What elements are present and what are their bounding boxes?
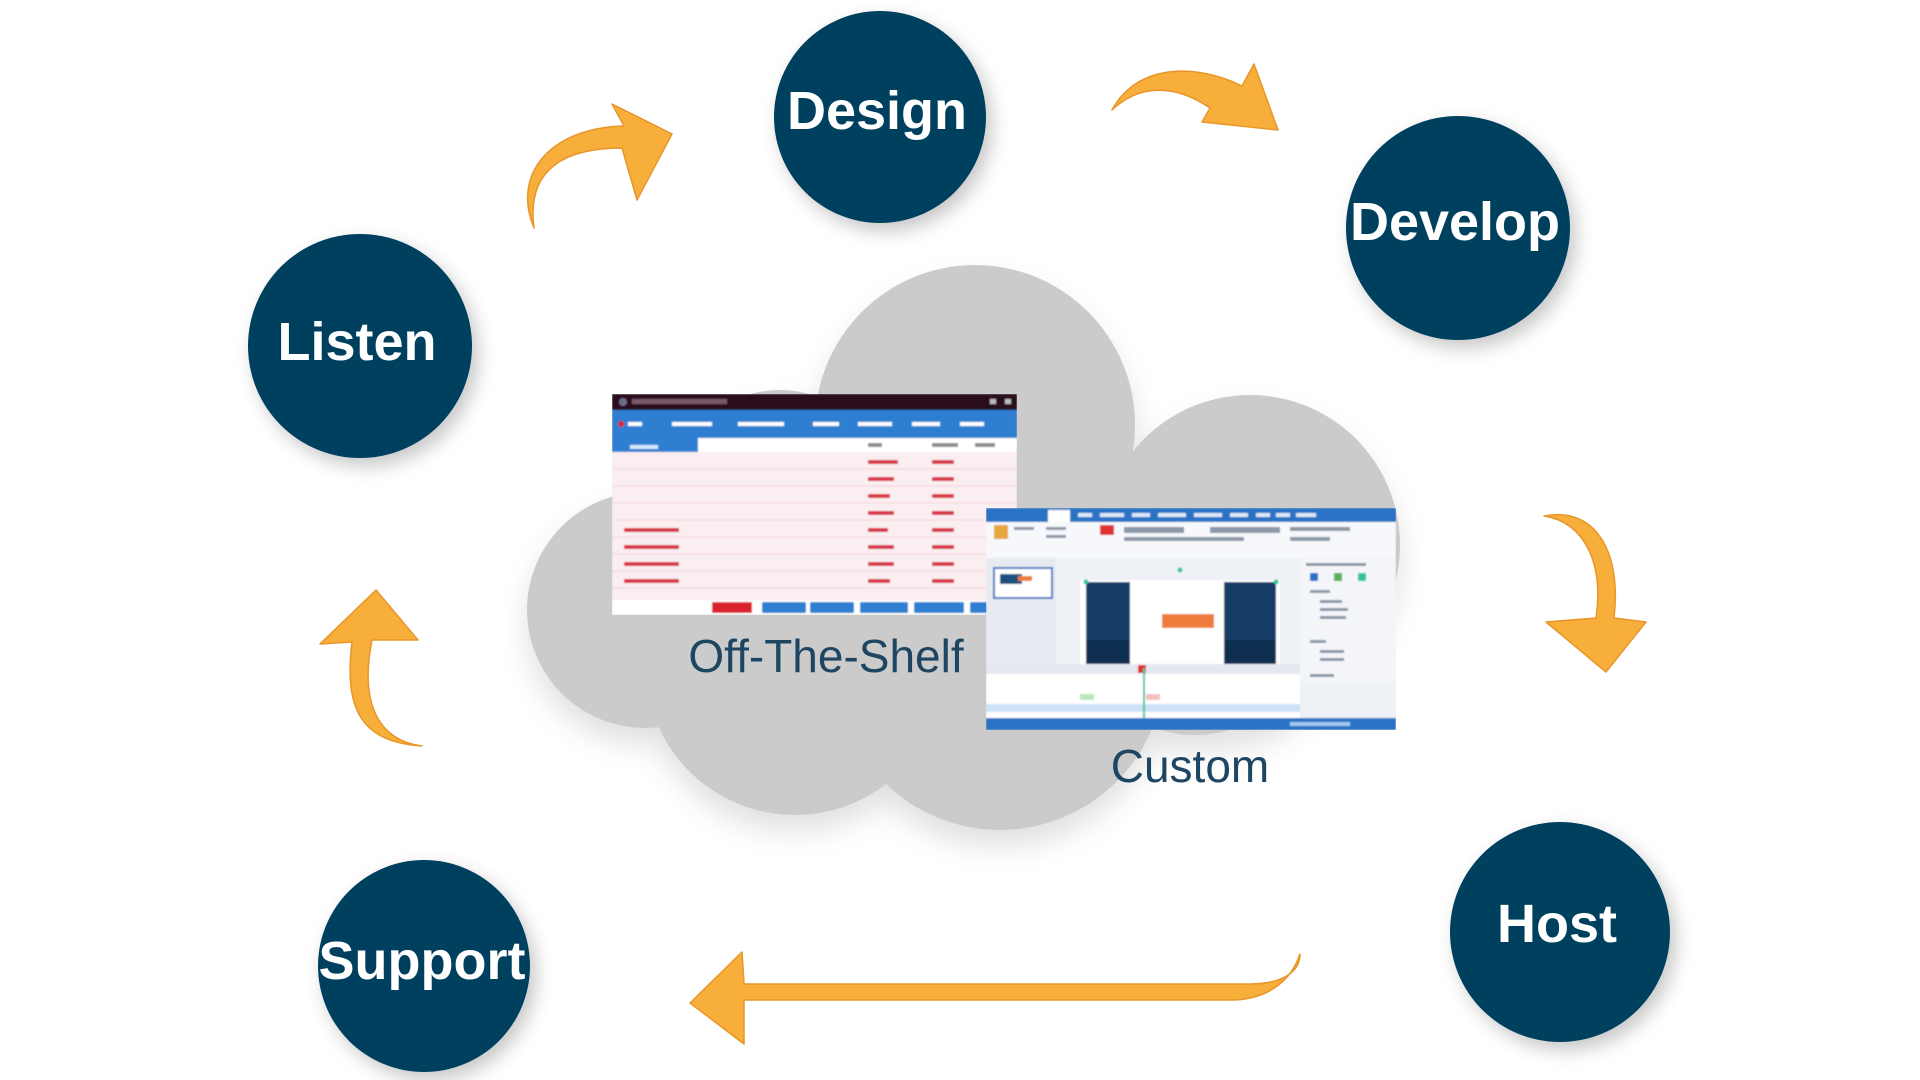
node-design: Design [774, 11, 986, 223]
node-label-support: Support [319, 931, 526, 991]
custom-caption: Custom [1111, 740, 1269, 792]
node-support: Support [318, 860, 530, 1072]
node-listen: Listen [248, 234, 472, 458]
curved-arrow-icon [526, 103, 673, 229]
off-the-shelf-caption: Off-The-Shelf [688, 630, 963, 682]
list-rows [612, 452, 1017, 600]
node-label-develop: Develop [1350, 192, 1560, 252]
curved-arrow-icon [319, 589, 423, 747]
curved-arrow-icon [689, 951, 1301, 1045]
off-the-shelf-screenshot [612, 394, 1017, 615]
curved-arrow-icon [1543, 513, 1647, 673]
node-develop: Develop [1346, 116, 1570, 340]
curved-arrow-icon [1111, 63, 1279, 131]
node-label-host: Host [1497, 894, 1617, 954]
custom-screenshot [986, 508, 1396, 730]
node-label-design: Design [787, 81, 967, 141]
node-label-listen: Listen [277, 312, 436, 372]
node-host: Host [1450, 822, 1670, 1042]
